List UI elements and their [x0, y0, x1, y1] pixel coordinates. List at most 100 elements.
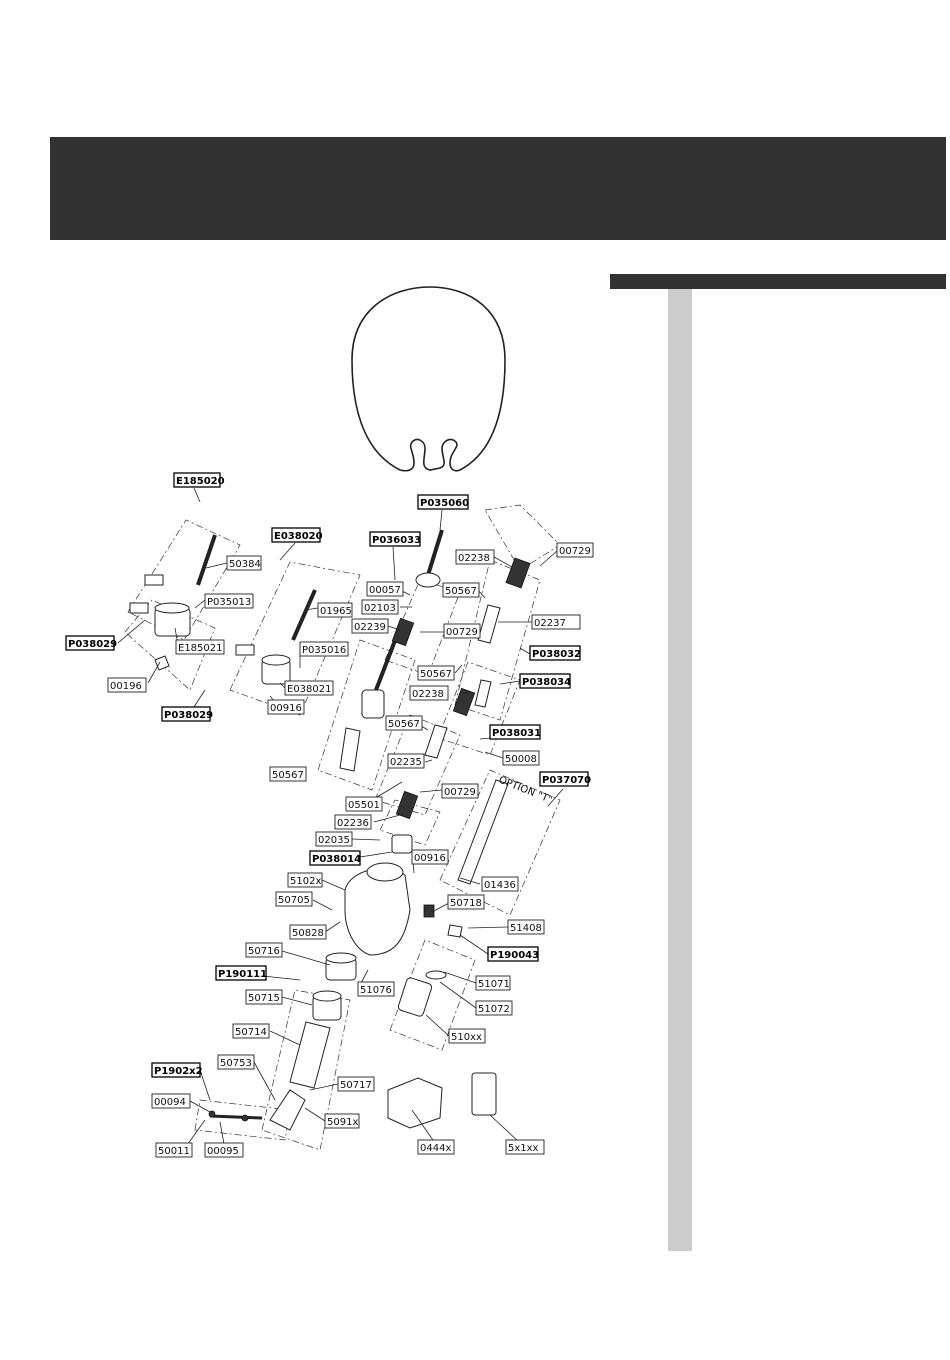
label-5x1xx: 5x1xx	[508, 1143, 539, 1154]
label-51076: 51076	[360, 985, 392, 996]
label-5091x: 5091x	[327, 1117, 358, 1128]
seat-outline	[351, 286, 506, 472]
label-p037070: P037070	[542, 775, 591, 786]
sidebar-column	[668, 289, 692, 1251]
part-central-column	[339, 637, 398, 772]
label-50716: 50716	[248, 946, 280, 957]
label-50753: 50753	[220, 1058, 252, 1069]
part-0444x	[387, 1077, 443, 1129]
label-01965: 01965	[320, 606, 352, 617]
label-p035013: P035013	[207, 597, 251, 608]
label-50011: 50011	[158, 1146, 190, 1157]
part-labels: E185020 50384 P035013 E185021 P038029 00…	[65, 472, 594, 1158]
label-50384: 50384	[229, 559, 261, 570]
label-p038031: P038031	[492, 728, 541, 739]
frame-p038032	[454, 559, 541, 721]
label-p190111: P190111	[218, 969, 267, 980]
frame-p038029	[127, 519, 241, 641]
frame-option	[439, 769, 561, 916]
label-50567-a: 50567	[445, 586, 477, 597]
label-50567-d: 50567	[272, 770, 304, 781]
label-e038020: E038020	[274, 531, 323, 542]
label-p038032: P038032	[532, 649, 581, 660]
label-p035060: P035060	[420, 498, 469, 509]
part-00196	[154, 655, 170, 671]
frame-central	[317, 639, 416, 791]
sidebar-rule	[610, 274, 946, 289]
label-02237: 02237	[534, 618, 566, 629]
label-510xx: 510xx	[451, 1032, 482, 1043]
label-50567-c: 50567	[388, 719, 420, 730]
label-00094: 00094	[154, 1097, 186, 1108]
label-02238-a: 02238	[458, 553, 490, 564]
label-e038021: E038021	[287, 684, 332, 695]
frame-left-lower	[124, 599, 216, 691]
leader-lines	[117, 487, 564, 1149]
label-50008: 50008	[505, 754, 537, 765]
label-p190043: P190043	[490, 950, 539, 961]
part-p038014	[391, 834, 413, 854]
label-5102x: 5102x	[290, 876, 321, 887]
label-50714: 50714	[235, 1027, 267, 1038]
header-bar	[50, 137, 946, 240]
label-51072: 51072	[478, 1004, 510, 1015]
label-p038034: P038034	[522, 677, 571, 688]
label-0444x: 0444x	[420, 1143, 451, 1154]
part-motor	[397, 970, 447, 1017]
label-p035016: P035016	[302, 645, 346, 656]
label-51071: 51071	[478, 979, 510, 990]
label-p038029-a: P038029	[68, 639, 117, 650]
label-00729-b: 00729	[559, 546, 591, 557]
label-00095: 00095	[207, 1146, 239, 1157]
label-02238-b: 02238	[412, 689, 444, 700]
part-left-cylinder	[154, 602, 191, 637]
part-p190043	[447, 924, 463, 938]
label-51408: 51408	[510, 923, 542, 934]
part-50718	[423, 904, 435, 918]
part-left-blocks	[129, 574, 164, 614]
label-00916-a: 00916	[270, 703, 302, 714]
label-00057: 00057	[369, 585, 401, 596]
label-05501: 05501	[348, 800, 380, 811]
frame-motor	[389, 939, 476, 1051]
label-50828: 50828	[292, 928, 324, 939]
label-50717: 50717	[340, 1080, 372, 1091]
label-02235: 02235	[390, 757, 422, 768]
label-p1902x2: P1902x2	[154, 1066, 203, 1077]
label-02236: 02236	[337, 818, 369, 829]
frame-p038014	[379, 799, 441, 846]
label-e185021: E185021	[178, 643, 223, 654]
part-p1902x2	[208, 1110, 263, 1122]
label-50567-b: 50567	[420, 669, 452, 680]
label-00916-b: 00916	[414, 853, 446, 864]
part-tubes	[424, 604, 501, 759]
part-e038021	[261, 654, 291, 685]
part-01436	[457, 779, 509, 885]
label-02035: 02035	[318, 835, 350, 846]
label-p038029-b: P038029	[164, 710, 213, 721]
label-00729-a: 00729	[446, 627, 478, 638]
frame-p190111	[261, 989, 351, 1151]
label-p036033: P036033	[372, 535, 421, 546]
label-50715: 50715	[248, 993, 280, 1004]
part-springs	[391, 557, 531, 820]
label-00196: 00196	[110, 681, 142, 692]
label-01436: 01436	[484, 880, 516, 891]
frame-p035060	[484, 504, 561, 571]
part-rod-50384	[196, 534, 217, 586]
label-p038014: P038014	[312, 854, 361, 865]
part-5x1xx	[471, 1072, 497, 1116]
part-joystick	[415, 529, 444, 588]
part-p190111-assembly	[269, 952, 357, 1131]
label-50705: 50705	[278, 895, 310, 906]
label-50718: 50718	[450, 898, 482, 909]
part-housing-5102x	[344, 862, 411, 956]
part-rod-01965	[291, 589, 317, 641]
label-02103: 02103	[364, 603, 396, 614]
label-02239: 02239	[354, 622, 386, 633]
label-e185020: E185020	[176, 476, 225, 487]
label-00729-c: 00729	[444, 787, 476, 798]
frame-e038020	[229, 561, 361, 716]
part-mid-block	[235, 644, 255, 656]
